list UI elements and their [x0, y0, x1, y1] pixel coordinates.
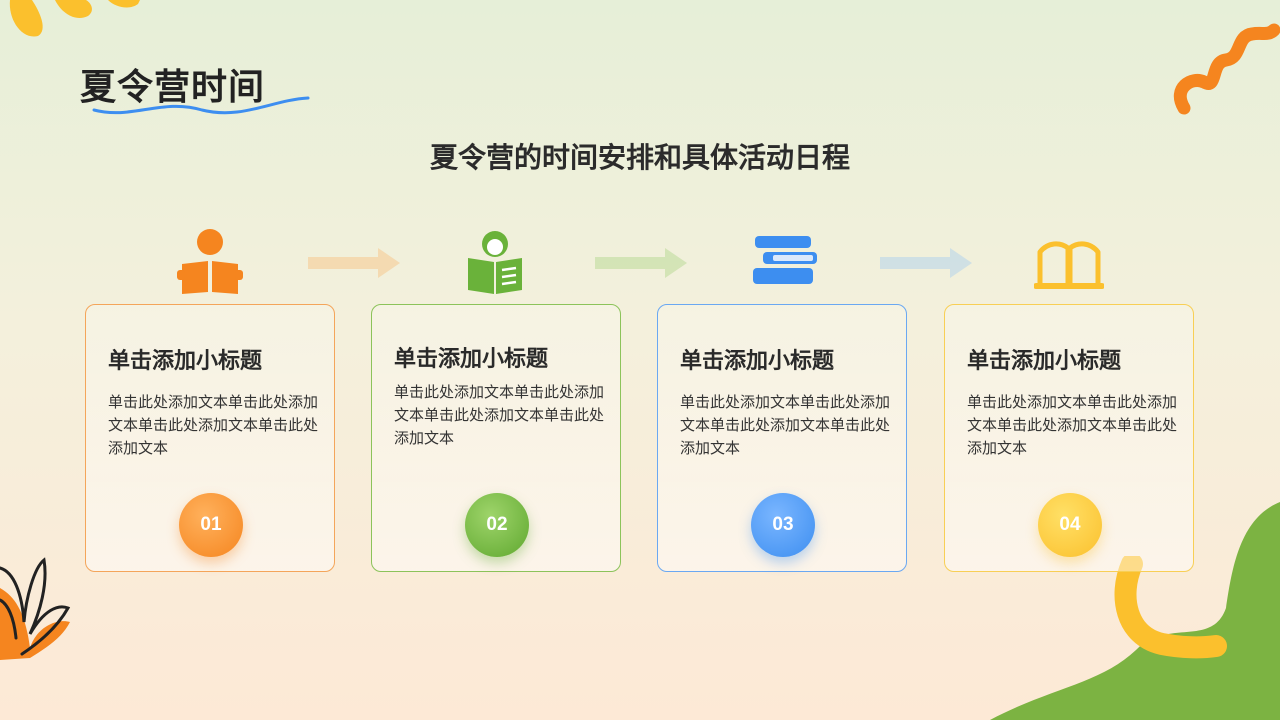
title-underline-wave	[92, 96, 310, 115]
card-heading: 单击添加小标题	[108, 349, 263, 374]
green-blob-decoration	[990, 502, 1280, 720]
step-number-badge: 01	[179, 493, 243, 557]
card-body-text: 单击此处添加文本单击此处添加文本单击此处添加文本单击此处添加文本	[967, 393, 1178, 457]
orange-squiggle-decoration	[1173, 23, 1280, 115]
card-heading: 单击添加小标题	[394, 347, 549, 372]
open-book-icon	[1034, 241, 1104, 289]
step-card-2: 单击添加小标题 单击此处添加文本单击此处添加文本单击此处添加文本单击此处添加文本…	[371, 304, 621, 572]
step-card-3: 单击添加小标题 单击此处添加文本单击此处添加文本单击此处添加文本单击此处添加文本…	[657, 304, 907, 572]
card-body-text: 单击此处添加文本单击此处添加文本单击此处添加文本单击此处添加文本	[680, 393, 891, 457]
person-reading-icon	[177, 229, 243, 294]
card-heading: 单击添加小标题	[680, 349, 835, 374]
step-card-4: 单击添加小标题 单击此处添加文本单击此处添加文本单击此处添加文本单击此处添加文本…	[944, 304, 1194, 572]
page-subtitle: 夏令营的时间安排和具体活动日程	[429, 141, 850, 174]
arrow-right-icon	[880, 248, 972, 278]
card-body-text: 单击此处添加文本单击此处添加文本单击此处添加文本单击此处添加文本	[108, 393, 319, 457]
step-card-1: 单击添加小标题 单击此处添加文本单击此处添加文本单击此处添加文本单击此处添加文本…	[85, 304, 335, 572]
card-body-text: 单击此处添加文本单击此处添加文本单击此处添加文本单击此处添加文本	[394, 383, 605, 447]
yellow-arc-decoration	[1114, 556, 1227, 659]
child-with-book-icon	[468, 231, 522, 294]
page-title: 夏令营时间	[80, 67, 266, 108]
coral-plant-decoration	[0, 557, 71, 660]
card-heading: 单击添加小标题	[967, 349, 1122, 374]
arrow-right-icon	[308, 248, 400, 278]
step-number-badge: 04	[1038, 493, 1102, 557]
arrow-right-icon	[595, 248, 687, 278]
yellow-leaf-decoration	[9, 0, 140, 37]
stacked-books-icon	[753, 236, 817, 284]
step-number-badge: 02	[465, 493, 529, 557]
step-number-badge: 03	[751, 493, 815, 557]
